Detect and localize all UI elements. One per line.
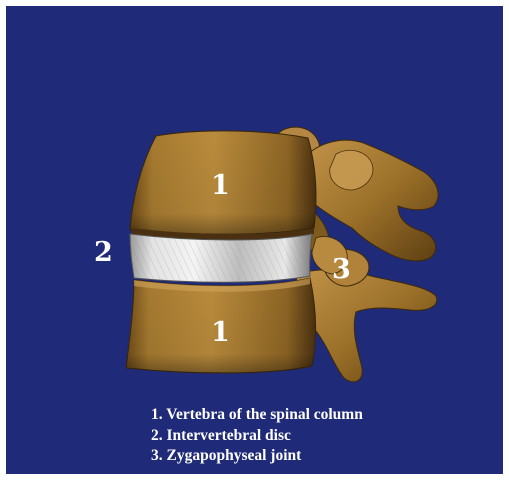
label-vertebra-upper: 1 (211, 172, 230, 199)
legend: 1. Vertebra of the spinal column 2. Inte… (151, 405, 363, 467)
diagram-panel: 1 2 3 1 1. Vertebra of the spinal column… (6, 6, 503, 474)
label-vertebra-lower: 1 (211, 319, 230, 346)
intervertebral-disc (130, 234, 312, 282)
legend-item-joint: 3. Zygapophyseal joint (151, 446, 363, 467)
spine-segment-illustration (6, 6, 503, 474)
label-disc: 2 (94, 239, 113, 266)
lower-vertebra-processes (296, 249, 437, 382)
label-joint: 3 (332, 256, 351, 283)
legend-item-vertebra: 1. Vertebra of the spinal column (151, 405, 363, 426)
legend-item-disc: 2. Intervertebral disc (151, 426, 363, 447)
